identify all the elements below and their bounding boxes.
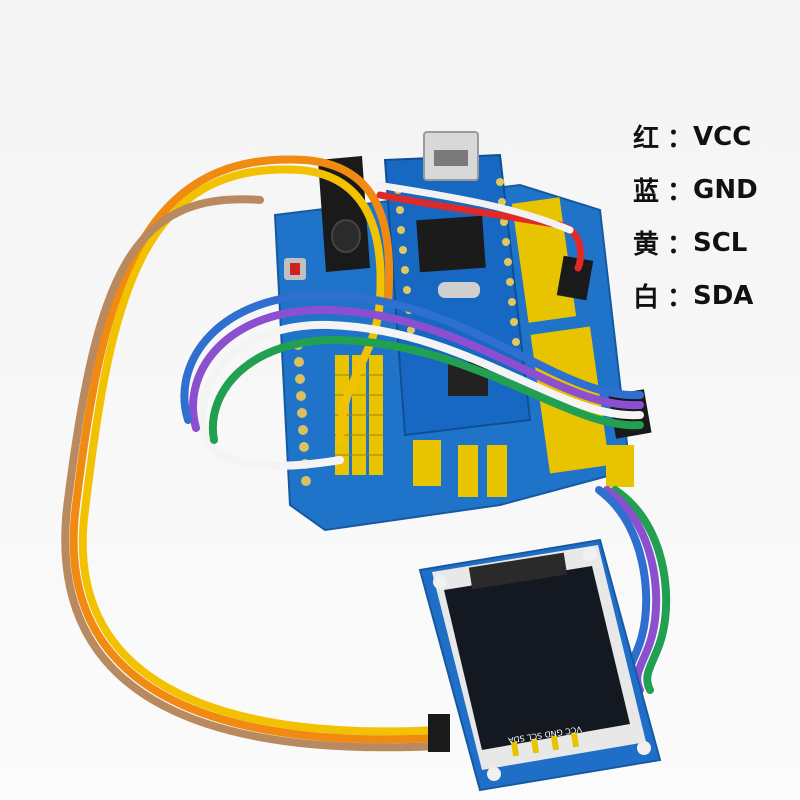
oled-screen <box>444 566 630 750</box>
legend-color-label: 黄 <box>633 230 660 260</box>
legend-row-scl: 黄 ： SCL <box>633 216 793 269</box>
legend-signal-label: GND <box>693 174 758 205</box>
legend-signal-label: SDA <box>693 280 754 311</box>
legend-row-sda: 白 ： SDA <box>633 269 793 322</box>
legend-row-gnd: 蓝 ： GND <box>633 163 793 216</box>
wire-white-top <box>374 181 574 234</box>
microcontroller-chip <box>416 215 486 273</box>
wire-orange <box>69 155 442 744</box>
legend-color-label: 红 <box>633 124 660 154</box>
wire-color-legend: 红 ： VCC 蓝 ： GND 黄 ： SCL 白 ： SDA <box>633 110 793 322</box>
legend-signal-label: SCL <box>693 227 748 258</box>
legend-row-vcc: 红 ： VCC <box>633 110 793 163</box>
ribbon-cable <box>61 155 671 752</box>
wire-white <box>198 320 644 470</box>
dupont-connector-nano <box>556 255 594 301</box>
wire-blue <box>180 290 644 424</box>
oled-connector <box>428 714 450 752</box>
wire-purple <box>189 305 644 432</box>
legend-separator: ： <box>667 177 694 207</box>
wire-green <box>208 335 644 444</box>
legend-separator: ： <box>667 124 694 154</box>
legend-signal-label: VCC <box>693 121 752 152</box>
legend-separator: ： <box>667 283 694 313</box>
wire-green-down <box>611 486 671 694</box>
legend-color-label: 蓝 <box>633 177 660 207</box>
wire-purple-down <box>603 486 661 694</box>
legend-color-label: 白 <box>633 283 660 313</box>
dc-power-jack <box>318 156 370 272</box>
wire-red <box>376 191 585 272</box>
legend-separator: ： <box>667 230 694 260</box>
oled-display-module: VCC GND SCL SDA <box>418 538 662 792</box>
wire-brown <box>61 195 442 752</box>
